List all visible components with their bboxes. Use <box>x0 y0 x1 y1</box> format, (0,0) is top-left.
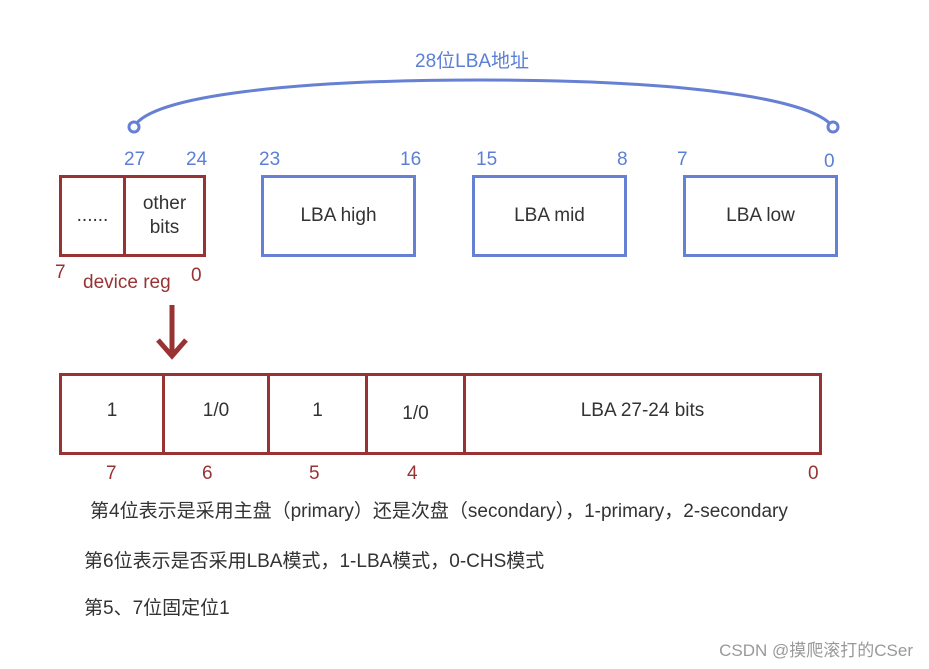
lba-low-box: LBA low <box>683 175 838 257</box>
bit-number-24: 24 <box>186 149 208 170</box>
lba-mid-label: LBA mid <box>514 205 585 226</box>
bit-number-23: 23 <box>259 149 281 170</box>
dots-text: ...... <box>76 205 109 226</box>
lba-mid-box: LBA mid <box>472 175 627 257</box>
other-bits-text: other bits <box>142 193 187 238</box>
bit-number-7: 7 <box>677 149 688 170</box>
register-cell-lba-bits: LBA 27-24 bits <box>466 376 819 452</box>
register-cell-bit6: 1/0 <box>165 376 270 452</box>
register-bit-5: 5 <box>309 463 320 484</box>
lba-high-label: LBA high <box>300 205 377 226</box>
note-bit4: 第4位表示是采用主盘（primary）还是次盘（secondary），1-pri… <box>90 501 788 522</box>
register-cell-bit7: 1 <box>62 376 165 452</box>
register-cell-bit5-value: 1 <box>312 400 323 421</box>
device-reg-label: device reg <box>83 272 171 293</box>
bit-number-8: 8 <box>617 149 628 170</box>
register-bit-4: 4 <box>407 463 418 484</box>
bit-number-0: 0 <box>824 151 835 172</box>
register-cell-bit4: 1/0 <box>368 376 466 452</box>
device-reg-box: ...... other bits <box>59 175 206 257</box>
register-bit-7: 7 <box>106 463 117 484</box>
register-cell-bit7-value: 1 <box>106 400 118 421</box>
lba-28bit-label: 28位LBA地址 <box>415 51 530 72</box>
device-box-bit-7: 7 <box>55 262 66 283</box>
lba-span-arc <box>132 78 835 128</box>
lba-high-box: LBA high <box>261 175 416 257</box>
register-cell-lba-bits-value: LBA 27-24 bits <box>580 400 705 421</box>
device-reg-other-bits-cell: other bits <box>126 192 203 240</box>
bit-number-16: 16 <box>400 149 422 170</box>
arc-end-circle <box>826 120 840 134</box>
watermark: CSDN @摸爬滚打的CSer <box>719 641 913 660</box>
register-cell-bit6-value: 1/0 <box>202 400 230 421</box>
register-bit-0: 0 <box>808 463 819 484</box>
note-bit6: 第6位表示是否采用LBA模式，1-LBA模式，0-CHS模式 <box>84 551 545 572</box>
arc-start-circle <box>127 120 141 134</box>
device-reg-dots-cell: ...... <box>62 178 126 254</box>
bit-number-15: 15 <box>476 149 498 170</box>
device-box-bit-0: 0 <box>191 265 202 286</box>
bit-number-27: 27 <box>124 149 146 170</box>
device-register-row: 1 1/0 1 1/0 LBA 27-24 bits <box>59 373 822 455</box>
register-cell-bit5: 1 <box>270 376 368 452</box>
note-bit5-7: 第5、7位固定位1 <box>84 598 230 619</box>
register-bit-6: 6 <box>202 463 213 484</box>
lba-low-label: LBA low <box>726 205 795 226</box>
register-cell-bit4-value: 1/0 <box>402 403 429 424</box>
down-arrow-head <box>156 338 188 360</box>
